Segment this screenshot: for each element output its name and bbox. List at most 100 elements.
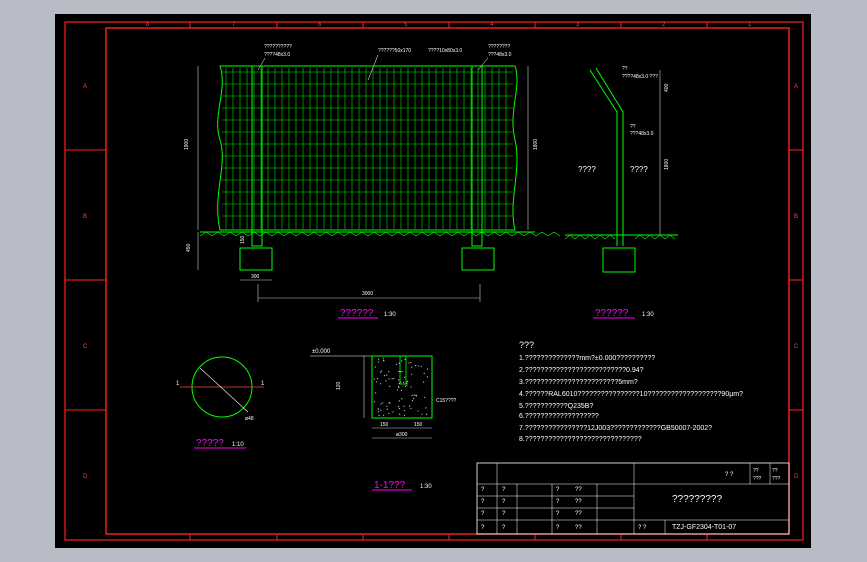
svg-text:5.???????????Q235B?: 5.???????????Q235B? xyxy=(519,403,593,410)
svg-text:4.??????RAL6010???????????????: 4.??????RAL6010????????????????10???????… xyxy=(519,391,743,398)
svg-text:450: 450 xyxy=(186,243,192,252)
svg-text:?: ? xyxy=(556,499,560,505)
svg-text:400: 400 xyxy=(664,83,670,92)
drawing-background xyxy=(55,14,811,548)
svg-text:8.????????????????????????????: 8.?????????????????????????????? xyxy=(519,436,642,443)
post-right xyxy=(471,65,483,247)
foundation-section: ±0.000 120 C15???? 150 150 ø300 1-1??? 1… xyxy=(310,349,457,491)
post-left xyxy=(251,65,263,247)
svg-text:?: ? xyxy=(481,511,485,517)
svg-text:3.????????????????????????5mm?: 3.????????????????????????5mm? xyxy=(519,379,638,386)
svg-text:1: 1 xyxy=(261,381,265,387)
svg-text:C15????: C15???? xyxy=(436,398,457,404)
side-post xyxy=(589,69,618,246)
svg-text:??: ?? xyxy=(630,124,636,130)
svg-text:150: 150 xyxy=(240,235,246,244)
svg-text:???: ??? xyxy=(519,340,534,350)
svg-text:120: 120 xyxy=(336,381,342,390)
svg-text:????48x3.0: ????48x3.0 xyxy=(264,52,290,58)
front-view-label: ?????? xyxy=(340,308,374,319)
svg-text:2: 2 xyxy=(662,22,666,28)
svg-text:1: 1 xyxy=(176,381,180,387)
svg-text:1:10: 1:10 xyxy=(232,442,244,448)
svg-text:150: 150 xyxy=(414,422,423,428)
svg-text:ø300: ø300 xyxy=(396,432,408,438)
svg-text:4: 4 xyxy=(490,22,494,28)
outer-border xyxy=(64,21,804,541)
svg-text:??: ?? xyxy=(772,468,778,474)
ground-hatch xyxy=(199,231,561,237)
svg-text:D: D xyxy=(794,474,799,480)
svg-text:????10x80x3.0: ????10x80x3.0 xyxy=(428,48,462,54)
zone-ticks xyxy=(65,22,803,540)
svg-text:??????????: ?????????? xyxy=(264,44,292,50)
svg-text:?: ? xyxy=(481,499,485,505)
svg-text:???: ??? xyxy=(772,476,781,482)
svg-text:???48x3.0: ???48x3.0 xyxy=(488,52,512,58)
drawing-title: ????????? xyxy=(672,494,722,505)
post-section: 1 1 ø48 ????? 1:10 xyxy=(176,356,265,449)
svg-text:?: ? xyxy=(502,487,506,493)
footing-right xyxy=(461,247,495,271)
svg-text:7.????????????????12J003??????: 7.????????????????12J003?????????????GB5… xyxy=(519,425,712,432)
svg-text:8: 8 xyxy=(146,22,150,28)
svg-text:6.???????????????????: 6.??????????????????? xyxy=(519,413,599,420)
svg-text:?: ? xyxy=(481,487,485,493)
svg-text:??: ?? xyxy=(753,468,759,474)
side-view-label: ?????? xyxy=(595,308,629,319)
svg-text:?: ? xyxy=(502,525,506,531)
title-block: ? ? ? ? ? ? ? ? ? ? ? ? ?? ?? ?? ?? ? ? … xyxy=(476,462,790,535)
side-view: ?? ????48x3.0 ??? ?? ???48x3.0 400 1800 … xyxy=(564,66,678,319)
svg-text:??????50x170: ??????50x170 xyxy=(378,48,411,54)
svg-text:1: 1 xyxy=(748,22,752,28)
front-view: 1900 1800 450 150 300 3000 ?????????? ??… xyxy=(184,44,561,319)
svg-text:D: D xyxy=(83,474,88,480)
svg-text:??: ?? xyxy=(575,525,582,531)
side-footing xyxy=(602,247,636,273)
svg-text:7: 7 xyxy=(232,22,236,28)
zone-labels: 8 7 6 5 4 3 2 1 A B C D A B C D xyxy=(83,22,799,480)
svg-text:2.??????????????????????????0.: 2.??????????????????????????0.94? xyxy=(519,367,644,374)
svg-text:?: ? xyxy=(556,511,560,517)
svg-text:????48x3.0 ???: ????48x3.0 ??? xyxy=(622,74,658,80)
svg-text:C: C xyxy=(83,344,88,350)
svg-text:????: ???? xyxy=(630,165,648,174)
svg-text:1:30: 1:30 xyxy=(384,312,396,318)
svg-text:1.??????????????mm?±0.000?????: 1.??????????????mm?±0.000?????????? xyxy=(519,355,655,362)
footing-left xyxy=(239,247,273,271)
svg-text:???48x3.0: ???48x3.0 xyxy=(630,131,654,137)
svg-text:A: A xyxy=(794,84,798,90)
svg-text:1:30: 1:30 xyxy=(420,484,432,490)
svg-text:±0.000: ±0.000 xyxy=(312,349,331,355)
svg-text:?: ? xyxy=(556,525,560,531)
svg-text:B: B xyxy=(83,214,87,220)
svg-text:1:30: 1:30 xyxy=(642,312,654,318)
svg-text:????????: ???????? xyxy=(488,44,510,50)
svg-text:??: ?? xyxy=(622,66,628,72)
svg-text:1800: 1800 xyxy=(533,139,539,150)
svg-text:3000: 3000 xyxy=(362,291,373,297)
inner-border xyxy=(105,27,790,535)
mesh-grid xyxy=(222,68,513,229)
svg-text:ø48: ø48 xyxy=(245,416,254,422)
svg-text:B: B xyxy=(794,214,798,220)
svg-text:1800: 1800 xyxy=(664,159,670,170)
svg-text:??: ?? xyxy=(575,487,582,493)
svg-text:C: C xyxy=(794,344,799,350)
svg-text:?: ? xyxy=(481,525,485,531)
notes-block: ??? 1.??????????????mm?±0.000?????????? … xyxy=(519,340,743,443)
foundation-label: 1-1??? xyxy=(374,480,406,491)
svg-text:3: 3 xyxy=(576,22,580,28)
svg-text:6: 6 xyxy=(318,22,322,28)
svg-text:A: A xyxy=(83,84,87,90)
svg-text:?: ? xyxy=(502,511,506,517)
svg-text:??: ?? xyxy=(575,499,582,505)
post-section-label: ????? xyxy=(196,438,224,449)
svg-text:????: ???? xyxy=(578,165,596,174)
svg-text:??: ?? xyxy=(575,511,582,517)
mesh-panel-outline xyxy=(217,65,518,231)
svg-text:150: 150 xyxy=(380,422,389,428)
svg-text:? ?: ? ? xyxy=(725,472,734,478)
svg-text:? ?: ? ? xyxy=(638,525,647,531)
